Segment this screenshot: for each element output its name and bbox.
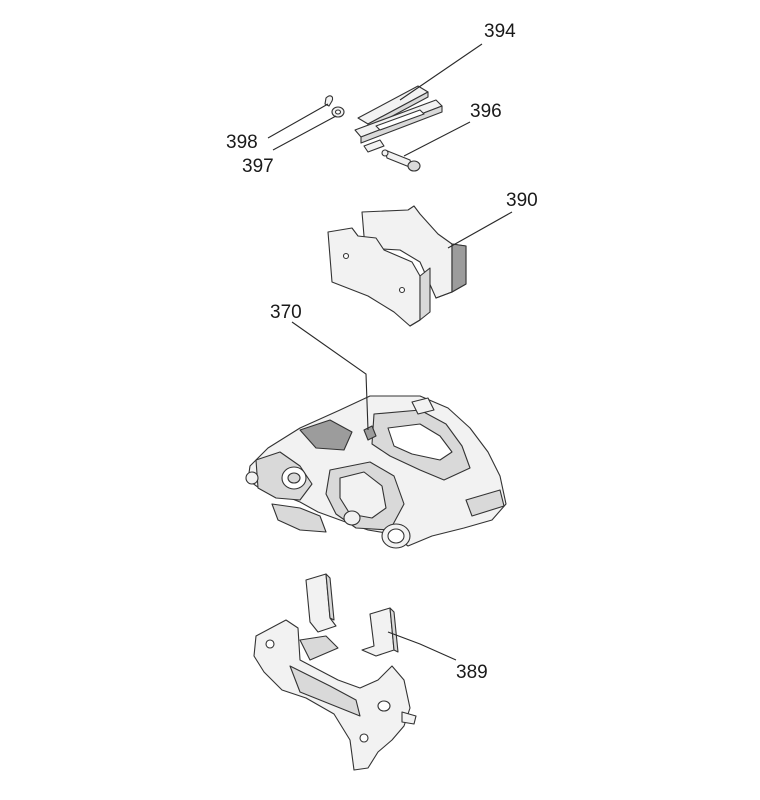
caliper-housing — [245, 395, 507, 549]
callout-370: 370 — [270, 302, 302, 323]
retaining-pin — [381, 149, 421, 172]
callout-389: 389 — [456, 662, 488, 683]
leader-396 — [403, 121, 471, 157]
split-pin — [324, 95, 334, 107]
abutment-clip-left — [305, 573, 337, 633]
leader-397 — [272, 115, 337, 151]
callout-390: 390 — [506, 190, 538, 211]
callout-396: 396 — [470, 101, 502, 122]
callout-397: 397 — [242, 156, 274, 177]
leader-370 — [291, 321, 369, 431]
pad-retainer-bar — [354, 85, 443, 153]
callout-398: 398 — [226, 132, 258, 153]
callout-394: 394 — [484, 21, 516, 42]
caliper-carrier-bracket — [253, 619, 417, 771]
abutment-clip-right — [361, 607, 399, 657]
leader-390 — [447, 211, 513, 249]
leader-389 — [387, 631, 457, 661]
leader-394 — [399, 43, 483, 101]
washer — [331, 106, 345, 118]
leader-398 — [267, 103, 329, 139]
brake-pad-front — [327, 227, 431, 327]
